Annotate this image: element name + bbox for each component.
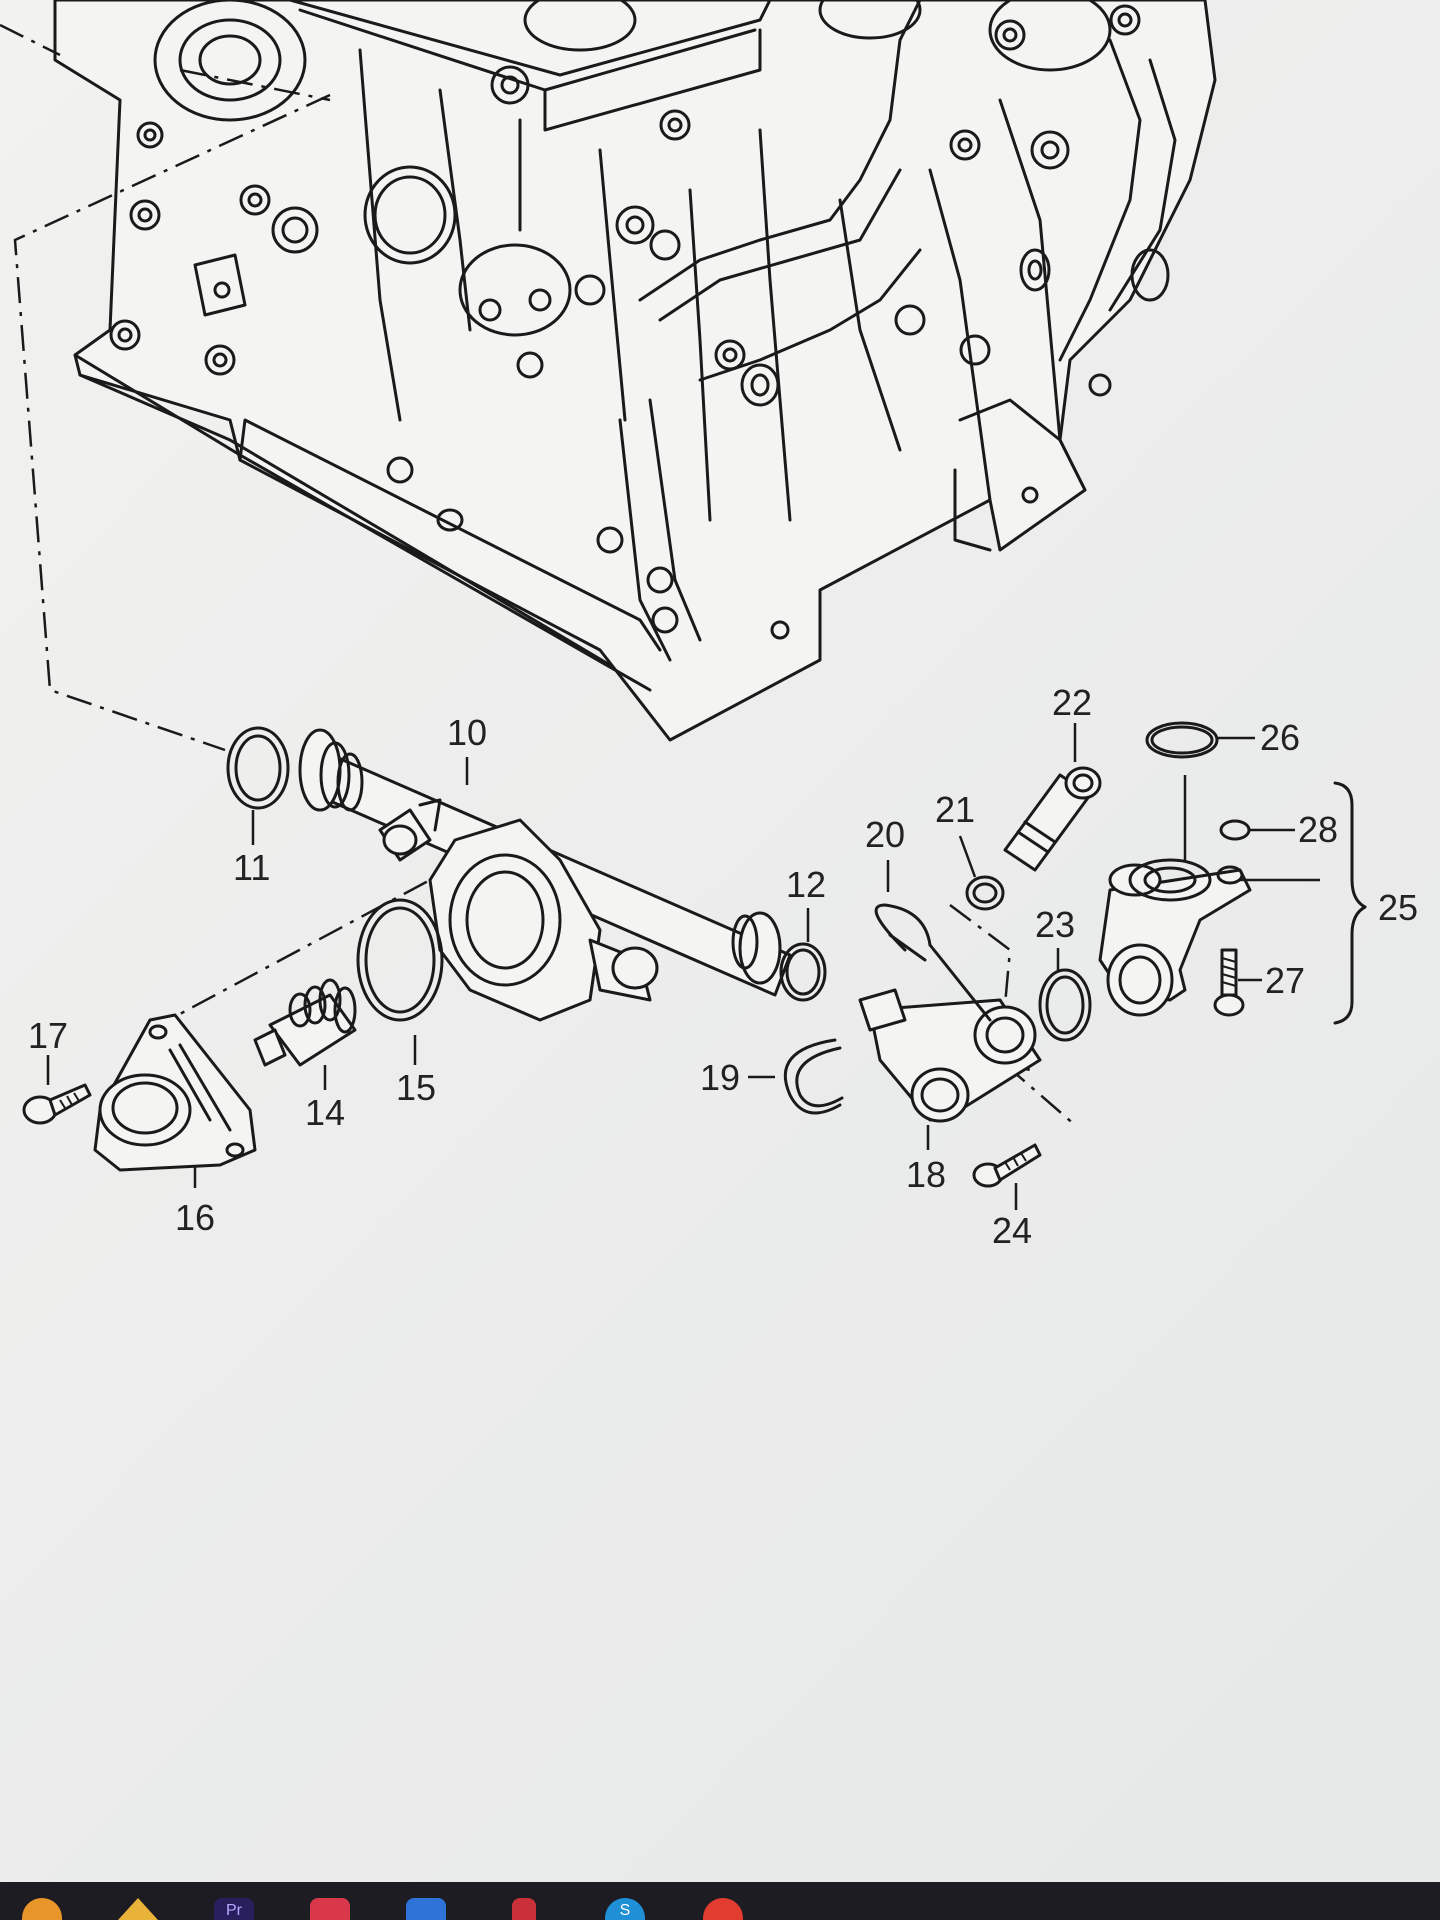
part-18-coolant-connector: [858, 988, 1042, 1123]
callout-15: 15: [396, 1067, 436, 1108]
callout-12: 12: [786, 864, 826, 905]
part-21-seal-ring: [965, 875, 1005, 911]
part-12-o-ring: [779, 942, 827, 1002]
part-11-o-ring: [226, 726, 290, 810]
app-warning-icon[interactable]: [118, 1898, 158, 1920]
thermostat-housing: [378, 798, 659, 1022]
callout-24: 24: [992, 1210, 1032, 1251]
callout-26: 26: [1260, 717, 1300, 758]
engine-block: [0, 0, 1217, 742]
callout-16: 16: [175, 1197, 215, 1238]
part-23-o-ring: [1038, 968, 1092, 1042]
engine-bosses: [109, 4, 1170, 640]
part-25-flange-assembly: [1098, 775, 1320, 1017]
part-20-retaining-clip: [874, 903, 992, 1022]
leader-lines: [46, 723, 1367, 1210]
part-16-thermostat-cover: [93, 1013, 257, 1172]
part-19-retaining-clip: [783, 1038, 844, 1115]
callout-21: 21: [935, 789, 975, 830]
part-22-temperature-sensor: [1003, 766, 1102, 872]
app-orange-icon[interactable]: [22, 1898, 62, 1920]
part-28-washer: [1219, 819, 1251, 841]
part-24-bolt: [972, 1143, 1042, 1188]
callout-18: 18: [906, 1154, 946, 1195]
callout-10: 10: [447, 712, 487, 753]
callout-22: 22: [1052, 682, 1092, 723]
callout-11: 11: [233, 847, 270, 888]
taskbar: Pr S: [0, 1882, 1440, 1920]
callout-25: 25: [1378, 887, 1418, 928]
part-26-gasket: [1145, 721, 1219, 759]
part-15-o-ring: [356, 898, 444, 1022]
callout-17: 17: [28, 1015, 68, 1056]
callout-27: 27: [1265, 960, 1305, 1001]
callout-20: 20: [865, 814, 905, 855]
callout-19: 19: [700, 1057, 740, 1098]
part-14-thermostat: [253, 978, 357, 1067]
creative-cloud-icon[interactable]: [310, 1898, 350, 1920]
part-27-bolt: [1213, 948, 1245, 1017]
app-blue-icon[interactable]: [406, 1898, 446, 1920]
callout-14: 14: [305, 1092, 345, 1133]
callout-23: 23: [1035, 904, 1075, 945]
callout-labels: 10 11 12 14 15 16 17 18 19 20 21 22 23 2…: [28, 682, 1418, 1251]
callout-28: 28: [1298, 809, 1338, 850]
skype-icon[interactable]: S: [605, 1898, 645, 1920]
part-17-bolt: [22, 1083, 92, 1125]
app-red-icon[interactable]: [512, 1898, 536, 1920]
premiere-pro-icon[interactable]: Pr: [214, 1898, 254, 1920]
chrome-icon[interactable]: [703, 1898, 743, 1920]
